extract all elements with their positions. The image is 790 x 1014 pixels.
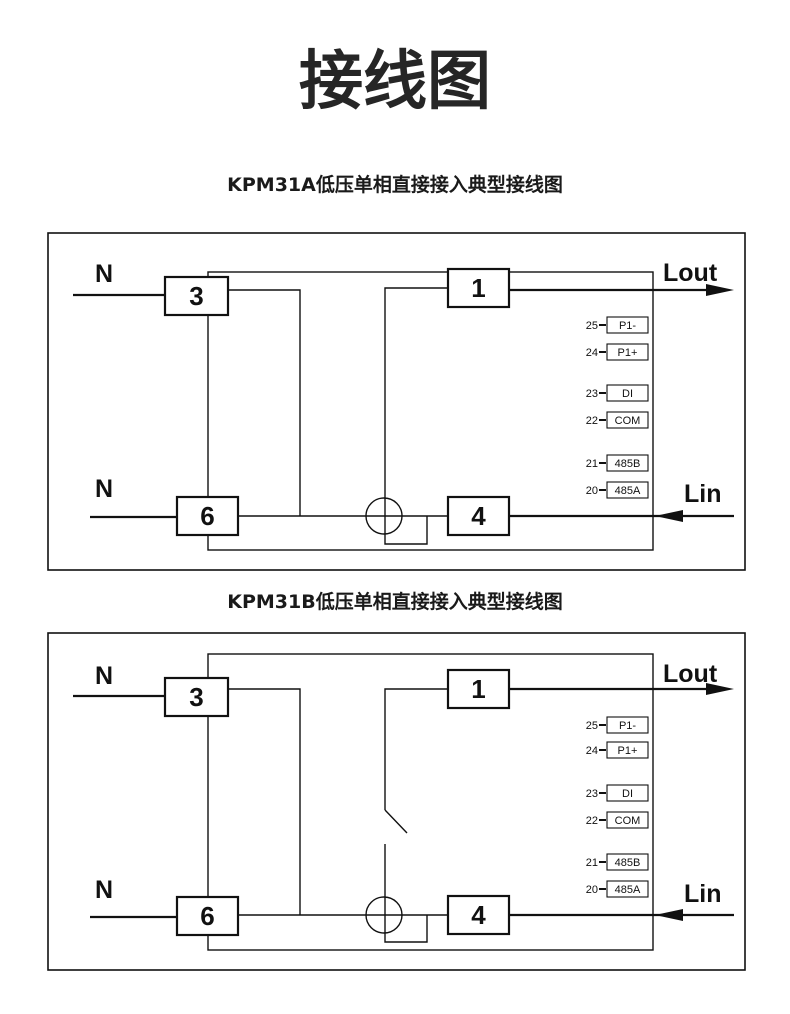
signal-485b-label: 485B <box>615 458 641 470</box>
signal-com-label: COM <box>615 415 641 427</box>
signal-p1-minus-label: P1- <box>619 320 636 332</box>
lout-label: Lout <box>663 259 718 287</box>
terminal-1 <box>446 668 511 710</box>
pin-24-number: 24 <box>586 745 598 757</box>
terminal-1-label: 1 <box>471 674 485 704</box>
signal-20: 20 485A <box>586 481 649 499</box>
current-loop <box>384 287 448 545</box>
wiring-diagram-a: 3 6 1 4 N N Lout Lin 25 P1- 24 P1+ 23 DI… <box>47 232 746 571</box>
signal-21: 21 485B <box>586 853 649 871</box>
meter-body <box>207 271 654 551</box>
lin-label: Lin <box>684 480 722 508</box>
terminal-4-label: 4 <box>471 501 486 531</box>
page-title: 接线图 <box>299 45 491 119</box>
relay-switch-blade <box>384 809 408 834</box>
signal-box <box>606 343 649 361</box>
signal-box <box>606 411 649 429</box>
signal-box <box>606 716 649 734</box>
pin-25-number: 25 <box>586 320 598 332</box>
lout-arrow <box>706 284 734 296</box>
terminal-3-label: 3 <box>189 281 203 311</box>
terminal-6-label: 6 <box>200 501 214 531</box>
voltage-wire <box>228 688 301 915</box>
pin-25-number: 25 <box>586 720 598 732</box>
pin-21-number: 21 <box>586 857 598 869</box>
pin-22-number: 22 <box>586 815 598 827</box>
pin-24-number: 24 <box>586 347 598 359</box>
terminal-6 <box>175 495 240 537</box>
terminal-6-label: 6 <box>200 901 214 931</box>
signal-box <box>606 811 649 829</box>
terminal-1 <box>446 267 511 309</box>
voltage-wire <box>228 289 301 516</box>
signal-p1-minus-label: P1- <box>619 720 636 732</box>
signal-box <box>606 784 649 802</box>
signal-di-label: DI <box>622 388 633 400</box>
lout-arrow <box>706 683 734 695</box>
signal-25: 25 P1- <box>586 316 649 334</box>
terminal-6 <box>175 895 240 937</box>
terminal-4-label: 4 <box>471 900 486 930</box>
n-top-label: N <box>95 662 113 690</box>
current-sensor <box>365 896 403 934</box>
terminal-4 <box>446 495 511 537</box>
pin-22-number: 22 <box>586 415 598 427</box>
relay-upper-wire <box>384 688 448 810</box>
current-sensor <box>365 497 403 535</box>
signal-24: 24 P1+ <box>586 741 649 759</box>
diagram-b-title: KPM31B低压单相直接接入典型接线图 <box>227 591 563 613</box>
terminal-4 <box>446 894 511 936</box>
signal-23: 23 DI <box>586 784 649 802</box>
lin-arrow <box>655 510 683 522</box>
signal-box <box>606 880 649 898</box>
signal-box <box>606 481 649 499</box>
n-bottom-label: N <box>95 876 113 904</box>
signal-box <box>606 316 649 334</box>
pin-21-number: 21 <box>586 458 598 470</box>
current-loop <box>384 844 428 943</box>
signal-p1-plus-label: P1+ <box>618 745 638 757</box>
pin-20-number: 20 <box>586 485 598 497</box>
pin-20-number: 20 <box>586 884 598 896</box>
signal-box <box>606 454 649 472</box>
wiring-diagram-b: 3 6 1 4 N N Lout Lin 25 P1- 24 P1+ 23 DI… <box>47 632 746 971</box>
terminal-1-label: 1 <box>471 273 485 303</box>
signal-485a-label: 485A <box>615 884 641 896</box>
signal-com-label: COM <box>615 815 641 827</box>
signal-box <box>606 853 649 871</box>
diagram-a-title: KPM31A低压单相直接接入典型接线图 <box>227 174 563 196</box>
signal-box <box>606 384 649 402</box>
signal-20: 20 485A <box>586 880 649 898</box>
signal-24: 24 P1+ <box>586 343 649 361</box>
terminal-3-label: 3 <box>189 682 203 712</box>
pin-23-number: 23 <box>586 388 598 400</box>
signal-23: 23 DI <box>586 384 649 402</box>
signal-485a-label: 485A <box>615 485 641 497</box>
lout-label: Lout <box>663 660 718 688</box>
signal-485b-label: 485B <box>615 857 641 869</box>
signal-25: 25 P1- <box>586 716 649 734</box>
terminal-3 <box>163 275 230 317</box>
signal-21: 21 485B <box>586 454 649 472</box>
terminal-3 <box>163 676 230 718</box>
signal-22: 22 COM <box>586 411 649 429</box>
lin-arrow <box>655 909 683 921</box>
n-bottom-label: N <box>95 475 113 503</box>
lin-label: Lin <box>684 880 722 908</box>
signal-22: 22 COM <box>586 811 649 829</box>
meter-body <box>207 653 654 951</box>
signal-box <box>606 741 649 759</box>
n-top-label: N <box>95 260 113 288</box>
signal-di-label: DI <box>622 788 633 800</box>
signal-p1-plus-label: P1+ <box>618 347 638 359</box>
pin-23-number: 23 <box>586 788 598 800</box>
